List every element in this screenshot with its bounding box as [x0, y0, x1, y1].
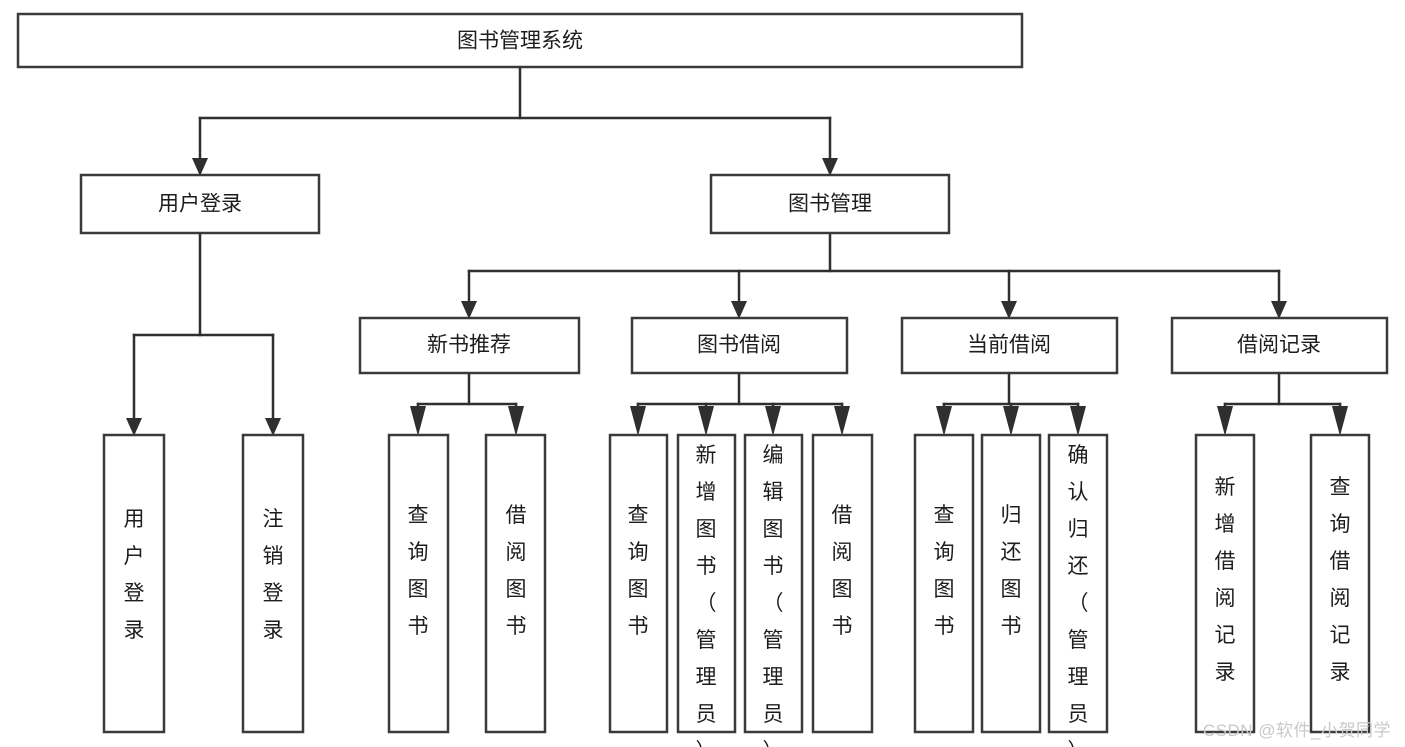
node-leaf-query-book-2[interactable]: 查询图书 — [608, 433, 669, 734]
node-leaf-borrow-book-1[interactable]: 借阅图书 — [484, 433, 547, 734]
node-leaf-query-book-2-label: 查询图书 — [628, 504, 649, 638]
node-leaf-query-book-1[interactable]: 查询图书 — [387, 433, 450, 734]
node-leaf-add-book-admin[interactable]: 新增图书（管理员） — [676, 433, 737, 747]
node-book-borrow-box[interactable] — [630, 316, 849, 375]
node-leaf-add-borrow-record[interactable]: 新增借阅记录 — [1194, 433, 1256, 734]
arrow-head-user-login — [192, 158, 208, 176]
arrow-head-borrow-record — [1271, 301, 1287, 319]
connector-group-current-borrow — [936, 371, 1086, 436]
arrow-head-new-book-recommend — [461, 301, 477, 319]
node-leaf-user-login-label: 用户登录 — [124, 508, 145, 642]
arrow-head-leaf-borrow-book-1 — [508, 406, 524, 436]
node-leaf-borrow-book-2-label: 借阅图书 — [832, 504, 853, 638]
arrow-head-leaf-edit-book-admin — [765, 406, 781, 436]
node-borrow-record-label: 借阅记录 — [1237, 334, 1321, 357]
arrow-head-leaf-borrow-book-2 — [834, 406, 850, 436]
node-leaf-user-logout-box[interactable] — [241, 433, 305, 734]
connector-group-root — [192, 65, 838, 176]
connector-group-book-borrow — [630, 371, 850, 436]
node-leaf-borrow-book-2-box[interactable] — [811, 433, 874, 734]
node-leaf-user-logout-label: 注销登录 — [263, 508, 284, 642]
node-book-manage-box[interactable] — [709, 173, 951, 235]
node-leaf-user-login-box[interactable] — [102, 433, 166, 734]
node-new-book-recommend-box[interactable] — [358, 316, 581, 375]
node-leaf-borrow-book-2[interactable]: 借阅图书 — [811, 433, 874, 734]
node-leaf-query-borrow-record-label: 查询借阅记录 — [1330, 476, 1351, 684]
connector-group-book-manage — [461, 231, 1287, 319]
node-leaf-return-book-box[interactable] — [980, 433, 1042, 734]
node-leaf-add-borrow-record-label: 新增借阅记录 — [1215, 476, 1236, 684]
node-user-login-label: 用户登录 — [158, 193, 242, 216]
node-leaf-confirm-return-admin-label: 确认归还（管理员） — [1068, 444, 1089, 747]
node-borrow-record[interactable]: 借阅记录 — [1170, 316, 1389, 375]
node-current-borrow-label: 当前借阅 — [967, 334, 1051, 357]
node-book-manage-label: 图书管理 — [788, 193, 872, 216]
node-leaf-borrow-book-1-box[interactable] — [484, 433, 547, 734]
arrow-head-leaf-confirm-return-admin — [1070, 406, 1086, 436]
node-leaf-confirm-return-admin[interactable]: 确认归还（管理员） — [1047, 433, 1109, 747]
connector-group-user-login — [126, 231, 281, 436]
node-leaf-add-borrow-record-box[interactable] — [1194, 433, 1256, 734]
node-leaf-edit-book-admin-label: 编辑图书（管理员） — [763, 444, 784, 747]
node-leaf-borrow-book-1-label: 借阅图书 — [506, 504, 527, 638]
node-leaf-return-book-label: 归还图书 — [1001, 504, 1022, 638]
node-leaf-query-book-1-box[interactable] — [387, 433, 450, 734]
node-leaf-edit-book-admin[interactable]: 编辑图书（管理员） — [743, 433, 804, 747]
node-leaf-query-borrow-record[interactable]: 查询借阅记录 — [1309, 433, 1371, 734]
arrow-head-leaf-add-borrow-record — [1217, 406, 1233, 436]
node-new-book-recommend-label: 新书推荐 — [427, 334, 511, 357]
node-user-login[interactable]: 用户登录 — [79, 173, 321, 235]
arrow-head-leaf-query-borrow-record — [1332, 406, 1348, 436]
node-book-borrow[interactable]: 图书借阅 — [630, 316, 849, 375]
arrow-head-leaf-add-book-admin — [698, 406, 714, 436]
node-leaf-query-book-1-label: 查询图书 — [408, 504, 429, 638]
connector-group-new-book-recommend — [410, 371, 524, 436]
node-leaf-query-book-2-box[interactable] — [608, 433, 669, 734]
node-leaf-query-borrow-record-box[interactable] — [1309, 433, 1371, 734]
arrow-head-leaf-query-book-3 — [936, 406, 952, 436]
node-root-label: 图书管理系统 — [457, 30, 583, 53]
node-leaf-query-book-3-label: 查询图书 — [934, 504, 955, 638]
node-leaf-edit-book-admin-box[interactable] — [743, 433, 804, 734]
node-leaf-add-book-admin-label: 新增图书（管理员） — [696, 444, 717, 747]
arrow-head-leaf-return-book — [1003, 406, 1019, 436]
arrow-head-book-manage — [822, 158, 838, 176]
csdn-watermark: CSDN @软件_小贺同学 — [1202, 721, 1391, 740]
node-leaf-confirm-return-admin-box[interactable] — [1047, 433, 1109, 734]
arrow-head-leaf-query-book-2 — [630, 406, 646, 436]
node-current-borrow-box[interactable] — [900, 316, 1119, 375]
node-leaf-query-book-3[interactable]: 查询图书 — [913, 433, 975, 734]
arrow-head-leaf-user-logout — [265, 418, 281, 436]
node-leaf-user-logout[interactable]: 注销登录 — [241, 433, 305, 734]
node-leaf-add-book-admin-box[interactable] — [676, 433, 737, 734]
arrow-head-current-borrow — [1001, 301, 1017, 319]
node-book-borrow-label: 图书借阅 — [697, 334, 781, 357]
node-leaf-return-book[interactable]: 归还图书 — [980, 433, 1042, 734]
arrow-head-leaf-query-book-1 — [410, 406, 426, 436]
node-leaf-query-book-3-box[interactable] — [913, 433, 975, 734]
node-book-manage[interactable]: 图书管理 — [709, 173, 951, 235]
node-root[interactable]: 图书管理系统 — [16, 12, 1024, 69]
node-current-borrow[interactable]: 当前借阅 — [900, 316, 1119, 375]
arrow-head-leaf-user-login — [126, 418, 142, 436]
node-leaf-user-login[interactable]: 用户登录 — [102, 433, 166, 734]
node-user-login-box[interactable] — [79, 173, 321, 235]
arrow-head-book-borrow — [731, 301, 747, 319]
connector-group-borrow-record — [1217, 371, 1348, 436]
node-root-box[interactable] — [16, 12, 1024, 69]
node-borrow-record-box[interactable] — [1170, 316, 1389, 375]
node-new-book-recommend[interactable]: 新书推荐 — [358, 316, 581, 375]
